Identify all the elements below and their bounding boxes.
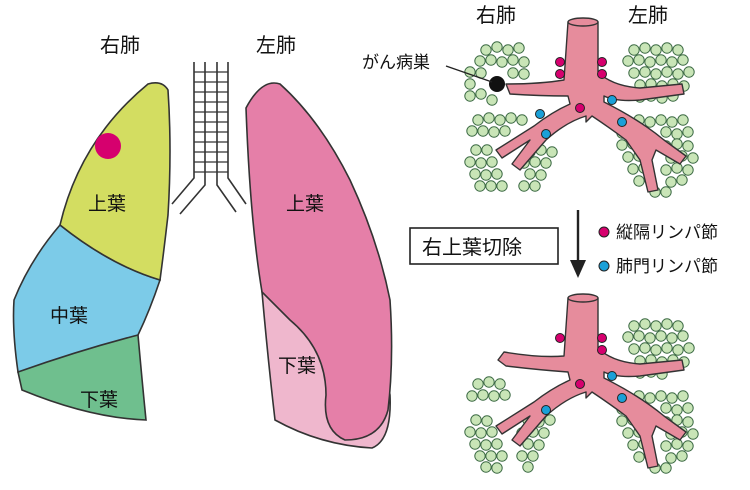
left-anatomy-figure: 右肺 左肺 上葉 中葉 下葉 上葉 下葉 [12, 33, 393, 449]
hilar-nodes-after [541, 371, 627, 415]
right-upper-lobe-label: 上葉 [88, 193, 126, 215]
mediastinal-node-swatch [598, 226, 610, 238]
bronchial-tree-after [495, 293, 687, 469]
cancer-lesion [489, 76, 505, 92]
before-left-lung-title: 左肺 [628, 3, 668, 27]
procedure-box [409, 227, 559, 265]
right-middle-lobe-label: 中葉 [50, 305, 88, 327]
mediastinal-legend-label: 縦隔リンパ節 [616, 223, 718, 243]
cancer-label: がん病巣 [362, 53, 430, 73]
cancer-leader-line [445, 65, 493, 83]
mediastinal-nodes [555, 57, 607, 113]
hilar-nodes [535, 95, 627, 139]
right-lung-title: 右肺 [100, 33, 140, 57]
before-bronchial-tree: がん病巣 右肺 左肺 [362, 3, 699, 198]
before-right-lung-title: 右肺 [476, 3, 516, 27]
left-upper-lobe [245, 82, 393, 441]
mediastinal-nodes-after [555, 333, 607, 389]
trachea-outline [171, 62, 247, 215]
right-lung [12, 82, 171, 421]
procedure-label: 右上葉切除 [422, 235, 522, 259]
after-bronchial-tree [464, 293, 699, 474]
hilar-legend-label: 肺門リンパ節 [616, 257, 718, 277]
left-lower-lobe-label: 下葉 [278, 355, 316, 377]
procedure-step: 右上葉切除 [409, 210, 586, 278]
right-lower-lobe-label: 下葉 [80, 389, 118, 411]
right-upper-lobe [59, 82, 171, 282]
left-upper-lobe-label: 上葉 [286, 193, 324, 215]
arrow-down-icon [570, 260, 586, 278]
legend: 縦隔リンパ節 肺門リンパ節 [598, 223, 718, 277]
left-lung-title: 左肺 [256, 33, 296, 57]
tumor-marker [95, 133, 121, 159]
left-lung [245, 82, 393, 449]
bronchial-tree [495, 17, 687, 193]
hilar-node-swatch [598, 260, 610, 272]
